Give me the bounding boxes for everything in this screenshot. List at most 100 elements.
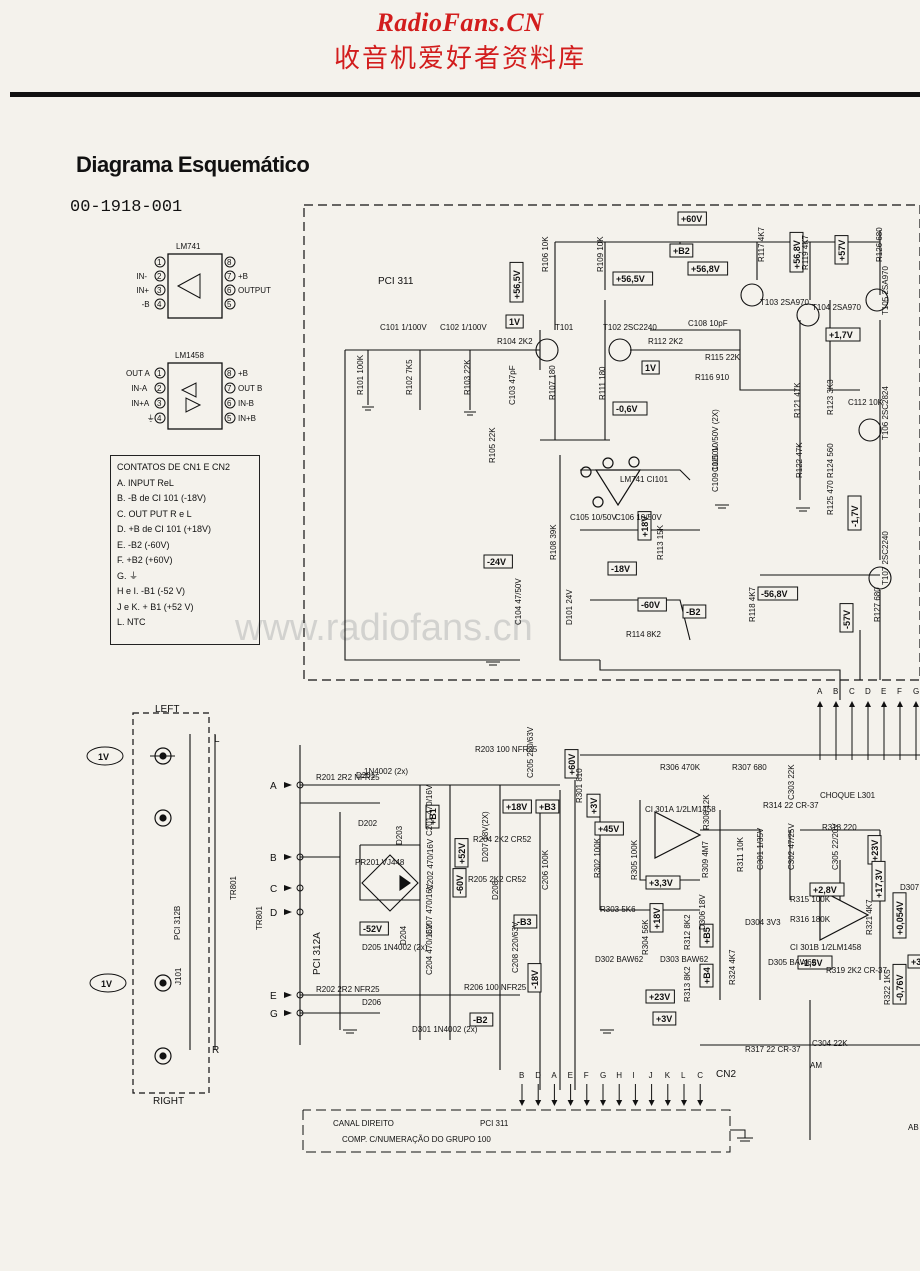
- connector-pin-arrow: [833, 701, 839, 707]
- input-jacks: [132, 712, 210, 1094]
- pin-circle: [224, 367, 236, 379]
- connector-pin-arrow: [632, 1100, 639, 1106]
- component-label: R124 560: [826, 443, 835, 478]
- component-label: C208 220/63V: [511, 921, 520, 973]
- component-label: C207 470/16V: [425, 883, 434, 935]
- voltage-label: +17,3V: [871, 860, 886, 902]
- board-label-pci312b: PCI 312B: [173, 906, 182, 940]
- pin-circle: [154, 284, 166, 296]
- voltage-label-text: -60V: [641, 600, 660, 610]
- component-label: D204: [399, 925, 408, 945]
- component-label: T107 2SC2240: [881, 531, 890, 585]
- channel-left-label: LEFT: [155, 704, 179, 715]
- voltage-label-text: +56,5V: [512, 270, 522, 299]
- component-label: C108 10pF: [688, 319, 728, 328]
- component-label: R303 5K6: [600, 905, 636, 914]
- component-label: R319 2K2 CR-37: [826, 966, 887, 975]
- pin-label: IN+A: [131, 399, 150, 408]
- pin-label: +B: [238, 369, 248, 378]
- component-label: R106 10K: [541, 236, 550, 272]
- voltage-label-text: -1,7V: [850, 505, 860, 527]
- voltage-label-text: -0,6V: [616, 404, 638, 414]
- component-label: R126 680: [875, 227, 884, 262]
- component-label: T101: [555, 323, 574, 332]
- edge-label-am: AM: [810, 1061, 822, 1070]
- component-label: R121 47K: [793, 382, 802, 418]
- pin-number: 5: [227, 300, 232, 309]
- voltage-label-text: +60V: [567, 754, 577, 775]
- component-label: T102 2SC2240: [603, 323, 657, 332]
- connector-pin-arrow: [664, 1100, 671, 1106]
- svg-text:COMP. C/NUMERAÇÃO DO GRUPO 10: COMP. C/NUMERAÇÃO DO GRUPO 100: [342, 1135, 491, 1144]
- voltage-label-text: +57V: [837, 240, 847, 261]
- voltage-label-text: +2,8V: [813, 885, 837, 895]
- voltage-label: +B5: [699, 923, 714, 948]
- component-label: C106 10/50V: [615, 513, 662, 522]
- component-label: R119 4K7: [801, 234, 810, 270]
- pin-label: OUT B: [238, 384, 262, 393]
- input-level-right: 1V: [89, 973, 127, 993]
- side-pin-arrow: [284, 854, 292, 860]
- component-label: C109 10/50V: [711, 445, 720, 492]
- connector-pin-label: B: [519, 1071, 524, 1080]
- component-label: R307 680: [732, 763, 767, 772]
- pin-label: OUTPUT: [238, 286, 271, 295]
- voltage-label-text: -56,8V: [761, 589, 788, 599]
- component-label: CI 301B 1/2LM1458: [790, 943, 862, 952]
- connector-pin-arrow: [648, 1100, 655, 1106]
- pin-label: IN-A: [131, 384, 148, 393]
- voltage-label: +18V: [637, 511, 652, 541]
- component-label: R302 100K: [593, 837, 602, 878]
- voltage-label: +23V: [867, 835, 882, 865]
- voltage-label-text: +17,3V: [874, 869, 884, 898]
- pin-label: IN-B: [238, 399, 254, 408]
- side-pin-arrow: [284, 992, 292, 998]
- side-pin-label: G: [270, 1009, 278, 1020]
- voltage-label: +2,8V: [809, 882, 845, 897]
- connector-pin-arrow: [600, 1100, 606, 1106]
- component-label: C301 1/35V: [756, 827, 765, 870]
- connector-pin-arrow: [881, 701, 887, 707]
- component-label: PR201 VJ448: [355, 858, 405, 867]
- voltage-label: +56,5V: [509, 261, 524, 303]
- connector-pin-label: G: [600, 1071, 606, 1080]
- component-label: C105 10/50V: [570, 513, 617, 522]
- component-label: R321 4K7: [865, 899, 874, 935]
- voltage-label: -B3: [513, 914, 538, 929]
- connector-pin-label: H: [616, 1071, 622, 1080]
- component-label: D208: [491, 880, 500, 900]
- component-label: D307 BAW62: [900, 883, 920, 892]
- pin-number: 6: [227, 399, 232, 408]
- header-rule: [10, 92, 920, 97]
- component-label: R311 10K: [736, 836, 745, 872]
- connector-pin-arrow: [897, 701, 903, 707]
- side-R-label: R: [212, 1045, 219, 1056]
- voltage-label: -52V: [359, 921, 389, 936]
- voltage-label-text: 1V: [645, 363, 656, 373]
- voltage-label-text: +56,8V: [792, 240, 802, 269]
- voltage-label: +56,8V: [687, 261, 729, 276]
- voltage-label-text: 1V: [509, 317, 520, 327]
- voltage-label: -60V: [452, 868, 467, 898]
- connector-pin-arrow: [817, 701, 823, 707]
- brand-name[interactable]: RadioFans.CN: [376, 8, 544, 37]
- side-pin-arrow: [284, 885, 292, 891]
- component-label: R125 470: [826, 480, 835, 515]
- voltage-label-text: +52V: [457, 843, 467, 864]
- voltage-label-text: +23V: [870, 840, 880, 861]
- side-pin-arrow: [284, 782, 292, 788]
- pin-label: ⏚: [147, 414, 155, 423]
- component-label: R308 12K: [702, 794, 711, 830]
- component-label: C101 1/100V: [380, 323, 427, 332]
- legend-item: D. +B de CI 101 (+18V): [117, 524, 212, 534]
- voltage-label-text: -60V: [455, 875, 465, 894]
- component-label: D206: [362, 998, 382, 1007]
- component-label: R111 180: [598, 366, 607, 400]
- pin-circle: [154, 367, 166, 379]
- component-label: T104 2SA970: [812, 303, 861, 312]
- voltage-label-text: +3,3V: [649, 878, 673, 888]
- voltage-label-text: -24V: [487, 557, 506, 567]
- component-label: R112 2K2: [648, 337, 684, 346]
